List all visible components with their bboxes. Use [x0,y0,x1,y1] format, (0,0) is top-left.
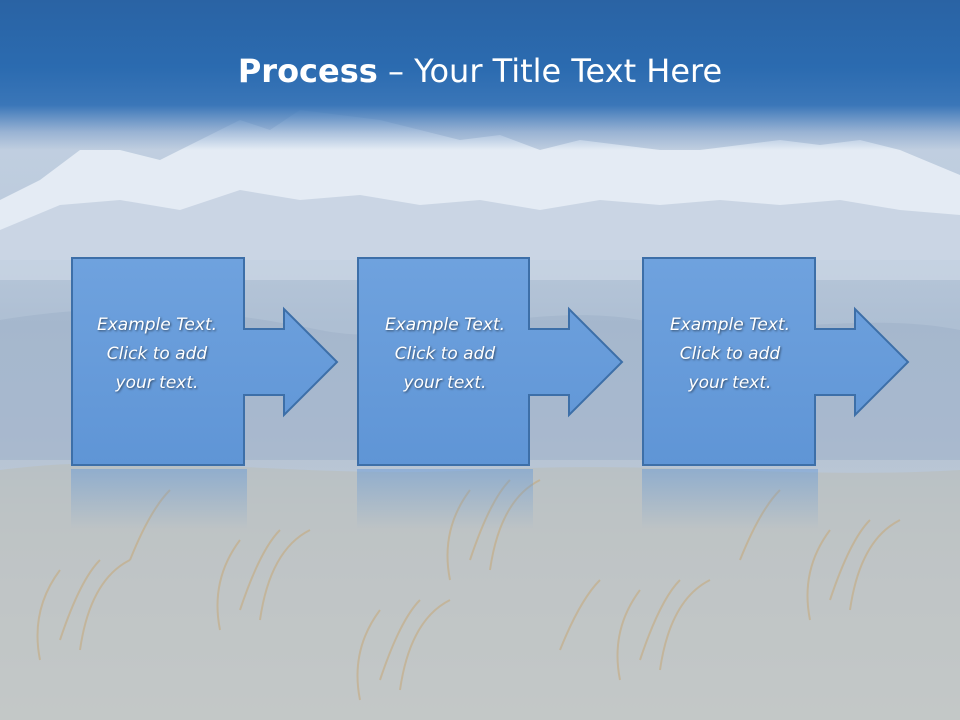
step-line-1: Example Text. [669,315,791,335]
step-line-3: your text. [403,373,487,393]
title-bold: Process [237,52,378,90]
step-line-3: your text. [688,373,772,393]
slide-title[interactable]: Process – Your Title Text Here [0,52,960,90]
title-rest: – Your Title Text Here [377,52,723,90]
process-step-1[interactable]: Example Text. Click to add your text. [71,257,361,529]
title-band [0,0,960,150]
step-line-3: your text. [115,373,199,393]
step-line-2: Click to add [106,344,208,364]
step-reflection [71,469,247,529]
step-text[interactable]: Example Text. Click to add your text. [365,311,525,398]
step-line-2: Click to add [679,344,781,364]
box-arrow-shape [357,257,624,466]
step-reflection [357,469,533,529]
step-reflection [642,469,818,529]
process-step-3[interactable]: Example Text. Click to add your text. [642,257,932,529]
box-arrow-shape [642,257,910,466]
step-line-2: Click to add [394,344,496,364]
step-text[interactable]: Example Text. Click to add your text. [77,311,237,398]
step-text[interactable]: Example Text. Click to add your text. [650,311,810,398]
step-line-1: Example Text. [384,315,506,335]
process-step-2[interactable]: Example Text. Click to add your text. [357,257,647,529]
box-arrow-shape [71,257,339,466]
step-line-1: Example Text. [96,315,218,335]
